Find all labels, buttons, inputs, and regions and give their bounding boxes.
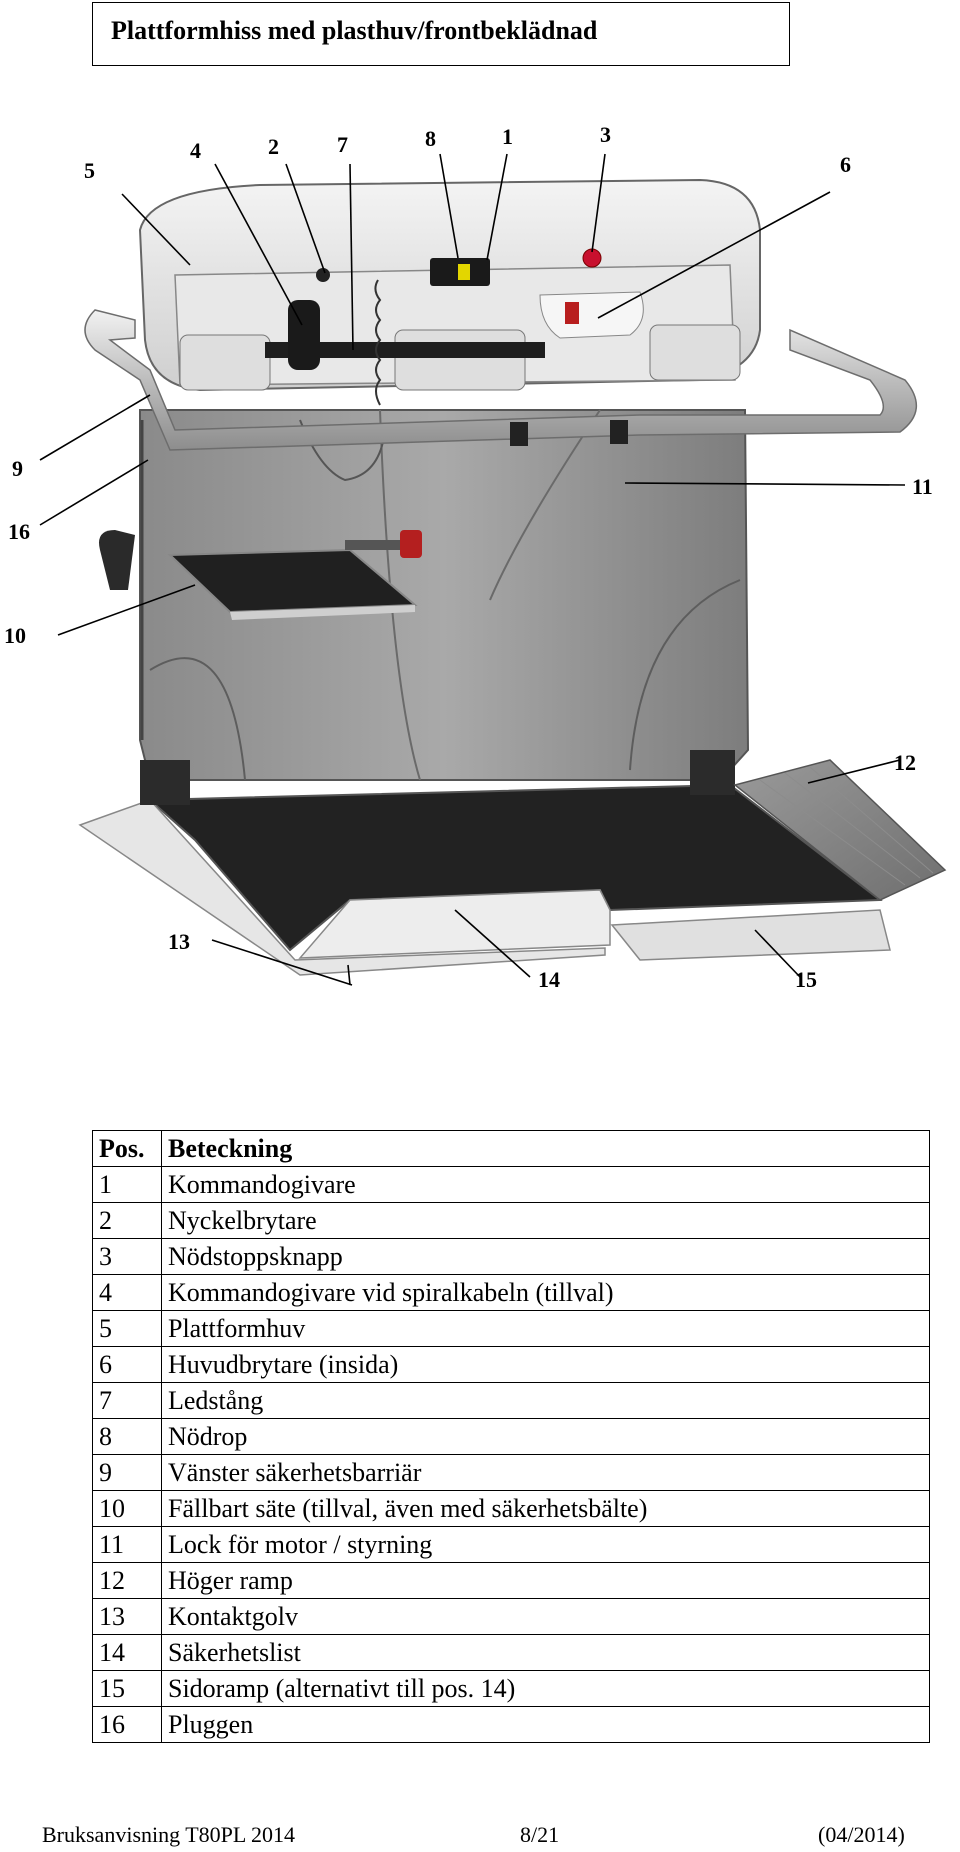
callout-11: 11 xyxy=(912,474,933,499)
callout-16: 16 xyxy=(8,519,30,544)
legend-pos: 5 xyxy=(92,1310,162,1347)
legend-pos: 9 xyxy=(92,1454,162,1491)
handrail-bar xyxy=(265,342,545,358)
legend-label: Pluggen xyxy=(161,1706,930,1743)
callout-8: 8 xyxy=(425,126,436,151)
legend-label: Huvudbrytare (insida) xyxy=(161,1346,930,1383)
legend-pos: 6 xyxy=(92,1346,162,1383)
legend-pos: 15 xyxy=(92,1670,162,1707)
platform-hood xyxy=(138,178,761,406)
legend-pos: 10 xyxy=(92,1490,162,1527)
footer-manual-name: Bruksanvisning T80PL 2014 xyxy=(42,1822,296,1847)
callout-4: 4 xyxy=(190,138,201,163)
legend-label: Ledstång xyxy=(161,1382,930,1419)
callout-3: 3 xyxy=(600,122,611,147)
legend-label: Kommandogivare xyxy=(161,1166,930,1203)
callout-1: 1 xyxy=(502,124,513,149)
left-safety-barrier xyxy=(84,309,918,451)
callout-15: 15 xyxy=(795,967,817,992)
footer-date: (04/2014) xyxy=(818,1822,905,1847)
callout-6: 6 xyxy=(840,152,851,177)
callout-5: 5 xyxy=(84,158,95,183)
contact-floor xyxy=(78,750,883,976)
legend-label: Kommandogivare vid spiralkabeln (tillval… xyxy=(161,1274,930,1311)
legend-header-label: Beteckning xyxy=(161,1130,930,1167)
callout-9: 9 xyxy=(12,456,23,481)
legend-pos: 13 xyxy=(92,1598,162,1635)
title-box: Plattformhiss med plasthuv/frontbeklädna… xyxy=(92,2,790,66)
legend-header-row: Pos. Beteckning xyxy=(92,1130,930,1167)
legend-pos: 12 xyxy=(92,1562,162,1599)
callout-7: 7 xyxy=(337,132,348,157)
legend-pos: 16 xyxy=(92,1706,162,1743)
legend-pos: 8 xyxy=(92,1418,162,1455)
page-title: Plattformhiss med plasthuv/frontbeklädna… xyxy=(111,16,598,45)
legend-label: Plattformhuv xyxy=(161,1310,930,1347)
callout-2: 2 xyxy=(268,134,279,159)
callout-13: 13 xyxy=(168,929,190,954)
callout-14: 14 xyxy=(538,967,560,992)
legend-pos: 11 xyxy=(92,1526,162,1563)
legend-label: Lock för motor / styrning xyxy=(161,1526,930,1563)
legend-label: Säkerhetslist xyxy=(161,1634,930,1671)
legend-pos: 2 xyxy=(92,1202,162,1239)
legend-label: Fällbart säte (tillval, även med säkerhe… xyxy=(161,1490,930,1527)
legend-label: Nödstoppsknapp xyxy=(161,1238,930,1275)
legend-pos: 7 xyxy=(92,1382,162,1419)
legend-pos: 1 xyxy=(92,1166,162,1203)
legend-pos: 14 xyxy=(92,1634,162,1671)
leader-lines xyxy=(39,153,906,986)
legend-label: Kontaktgolv xyxy=(161,1598,930,1635)
safety-edge xyxy=(298,889,611,959)
legend-label: Sidoramp (alternativt till pos. 14) xyxy=(161,1670,930,1707)
legend-label: Höger ramp xyxy=(161,1562,930,1599)
legend-header-pos: Pos. xyxy=(92,1130,162,1167)
key-switch xyxy=(316,268,330,282)
callout-10: 10 xyxy=(4,623,26,648)
side-ramp xyxy=(610,909,891,961)
callout-12: 12 xyxy=(894,750,916,775)
legend-pos: 4 xyxy=(92,1274,162,1311)
footer-page-number: 8/21 xyxy=(520,1822,560,1847)
main-switch xyxy=(565,302,579,324)
legend-pos: 3 xyxy=(92,1238,162,1275)
legend-label: Nyckelbrytare xyxy=(161,1202,930,1239)
platform-lift-illustration: 5 4 2 7 8 1 3 6 9 16 11 10 12 13 14 15 xyxy=(4,122,947,992)
callout-labels: 5 4 2 7 8 1 3 6 9 16 11 10 12 13 14 15 xyxy=(4,122,933,992)
right-ramp xyxy=(733,759,947,901)
legend-label: Nödrop xyxy=(161,1418,930,1455)
folding-seat xyxy=(99,530,422,620)
spiral-cable-control xyxy=(288,300,320,370)
legend-label: Vänster säkerhetsbarriär xyxy=(161,1454,930,1491)
